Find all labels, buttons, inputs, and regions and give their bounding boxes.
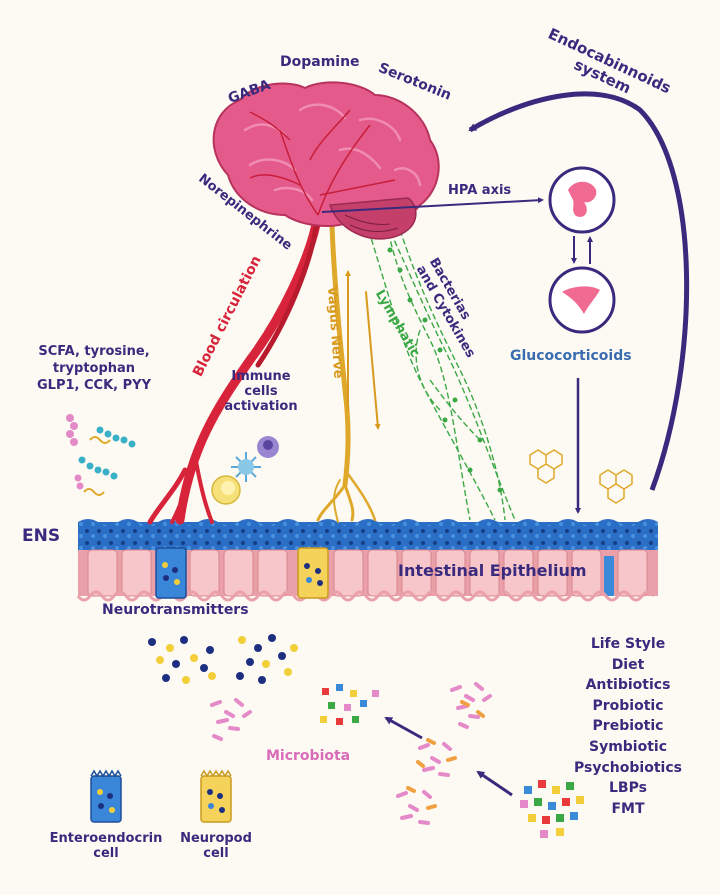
label-ens: ENS bbox=[22, 526, 61, 546]
factor-item: Symbiotic bbox=[588, 738, 668, 755]
immune-line-2: cells bbox=[244, 383, 278, 399]
metabolites-line-2: tryptophan bbox=[52, 361, 136, 376]
factor-item: FMT bbox=[611, 800, 645, 817]
label-neurotransmitters: Neurotransmitters bbox=[102, 602, 249, 618]
immune-line-3: activation bbox=[224, 398, 298, 414]
factor-item: Probiotic bbox=[592, 697, 664, 714]
lymph-nodes bbox=[387, 247, 503, 493]
legend-neuropod-cell bbox=[200, 769, 232, 823]
label-glucocorticoids: Glucocorticoids bbox=[510, 348, 632, 364]
label-microbiota: Microbiota bbox=[266, 748, 351, 764]
glucocorticoid-molecules bbox=[529, 449, 633, 504]
microbiota-clusters bbox=[210, 682, 492, 825]
factor-item: Psychobiotics bbox=[574, 759, 682, 776]
ens-layer bbox=[78, 519, 658, 550]
hpa-axis bbox=[321, 166, 616, 514]
brain bbox=[212, 81, 440, 240]
immune-cells bbox=[211, 436, 279, 505]
label-immune-activation: Immune cells activation bbox=[216, 369, 306, 415]
neurotransmitter-dots bbox=[148, 634, 298, 684]
factor-item: LBPs bbox=[609, 780, 647, 797]
influencing-factors-list: Life Style Diet Antibiotics Probiotic Pr… bbox=[566, 634, 690, 819]
enteroendocrine-line-1: Enteroendocrin bbox=[49, 831, 163, 846]
label-enteroendocrine-cell: Enteroendocrin cell bbox=[42, 831, 170, 862]
metabolites-line-3: GLP1, CCK, PYY bbox=[37, 378, 151, 393]
immune-line-1: Immune bbox=[231, 369, 291, 384]
factor-item: Life Style bbox=[590, 636, 666, 652]
factor-item: Diet bbox=[611, 656, 645, 673]
label-metabolites: SCFA, tyrosine, tryptophan GLP1, CCK, PY… bbox=[24, 343, 164, 394]
label-dopamine: Dopamine bbox=[280, 54, 360, 70]
microbiota-flow-arrows bbox=[384, 716, 513, 797]
neuropod-line-2: cell bbox=[203, 845, 229, 861]
label-hpa-axis: HPA axis bbox=[448, 183, 512, 198]
vagus-nerve bbox=[316, 222, 381, 523]
label-neuropod-cell: Neuropod cell bbox=[170, 831, 262, 862]
lymphatic-vessels bbox=[359, 199, 516, 521]
neuropod-cell-in-epithelium bbox=[297, 547, 329, 599]
label-intestinal-epithelium: Intestinal Epithelium bbox=[398, 561, 587, 580]
enteroendocrine-cell-in-epithelium bbox=[155, 547, 187, 599]
blood-vessels bbox=[147, 210, 323, 525]
metabolites-line-1: SCFA, tyrosine, bbox=[38, 344, 150, 359]
endocannabinoid-arrow bbox=[468, 91, 690, 491]
factor-item: Antibiotics bbox=[585, 677, 671, 694]
enteroendocrine-line-2: cell bbox=[93, 845, 119, 861]
neuropod-line-1: Neuropod bbox=[180, 831, 252, 846]
factor-item: Prebiotic bbox=[592, 718, 664, 735]
metabolite-chains bbox=[66, 414, 136, 496]
metabolite-blocks bbox=[320, 684, 584, 838]
legend-enteroendocrine-cell bbox=[90, 769, 122, 823]
